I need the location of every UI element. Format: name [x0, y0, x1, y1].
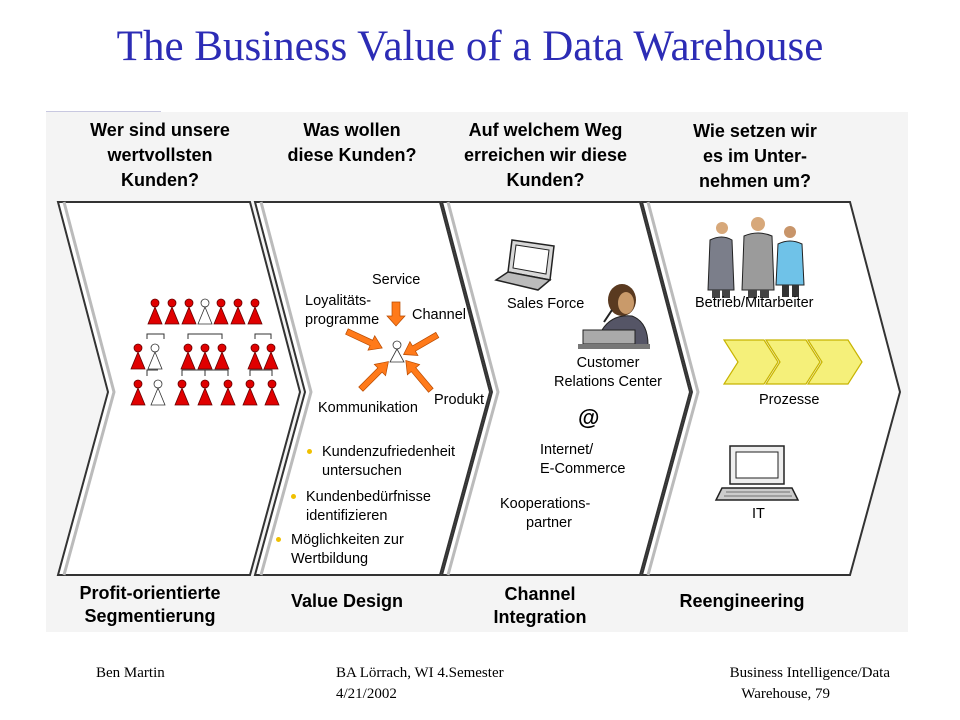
phase-label-reengineering: Reengineering: [679, 591, 805, 611]
central-customer-icon: [389, 340, 405, 363]
bullet-kundenbeduerfnisse: Kundenbedürfnisse identifizieren: [291, 488, 431, 526]
phase-label-channel-integration: Channel Integration: [493, 584, 587, 627]
call-center-agent-icon: [578, 284, 650, 349]
label-betrieb: Betrieb/Mitarbeiter: [695, 295, 814, 311]
bullet-kundenzufriedenheit: Kundenzufriedenheit untersuchen: [307, 443, 455, 481]
question-reengineering: Wie setzen wir es im Unter- nehmen um?: [693, 121, 817, 191]
label-prozesse: Prozesse: [759, 392, 820, 408]
label-sales-force: Sales Force: [507, 296, 585, 312]
phase-label-segmentierung: Profit-orientierte Segmentierung: [79, 583, 221, 626]
question-channel: Auf welchem Weg erreichen wir diese Kund…: [463, 120, 628, 190]
laptop-icon: [494, 239, 555, 291]
slide-title: The Business Value of a Data Warehouse: [116, 23, 824, 70]
bullet-dot: [276, 537, 281, 542]
footer-right: Business Intelligence/Data Warehouse, 79: [729, 665, 890, 702]
value-design-arrows: [345, 301, 440, 393]
business-people-icon: [707, 217, 805, 298]
label-service: Service: [372, 272, 421, 288]
label-produkt: Produkt: [434, 392, 484, 408]
label-it: IT: [752, 506, 765, 522]
bullet-dot: [291, 494, 296, 499]
chevron-value-design: [253, 201, 492, 576]
at-sign-icon: @: [578, 405, 600, 430]
customer-hierarchy-icon: [130, 298, 280, 406]
process-arrows-icon: [722, 339, 863, 385]
bullet-wertbildung: Möglichkeiten zur Wertbildung: [276, 531, 404, 569]
bullet-dot: [307, 449, 312, 454]
phase-label-value-design: Value Design: [290, 591, 404, 611]
label-internet: Internet/ E-Commerce: [540, 442, 626, 477]
label-kommunikation: Kommunikation: [318, 400, 418, 416]
computer-icon: [714, 445, 800, 501]
footer-author: Ben Martin: [96, 665, 165, 681]
label-channel: Channel: [412, 307, 467, 323]
label-customer-relations-center: Customer Relations Center: [554, 355, 662, 390]
label-loyalty: Loyalitäts- programme: [305, 293, 380, 328]
question-value-design: Was wollen diese Kunden?: [287, 120, 417, 165]
label-kooperationspartner: Kooperations- partner: [500, 496, 591, 531]
footer-center: BA Lörrach, WI 4.Semester 4/21/2002: [336, 665, 504, 702]
chevron-segmentierung: [56, 201, 302, 576]
question-segmentierung: Wer sind unsere wertvollsten Kunden?: [90, 120, 230, 190]
chevron-reengineering: [640, 201, 902, 576]
